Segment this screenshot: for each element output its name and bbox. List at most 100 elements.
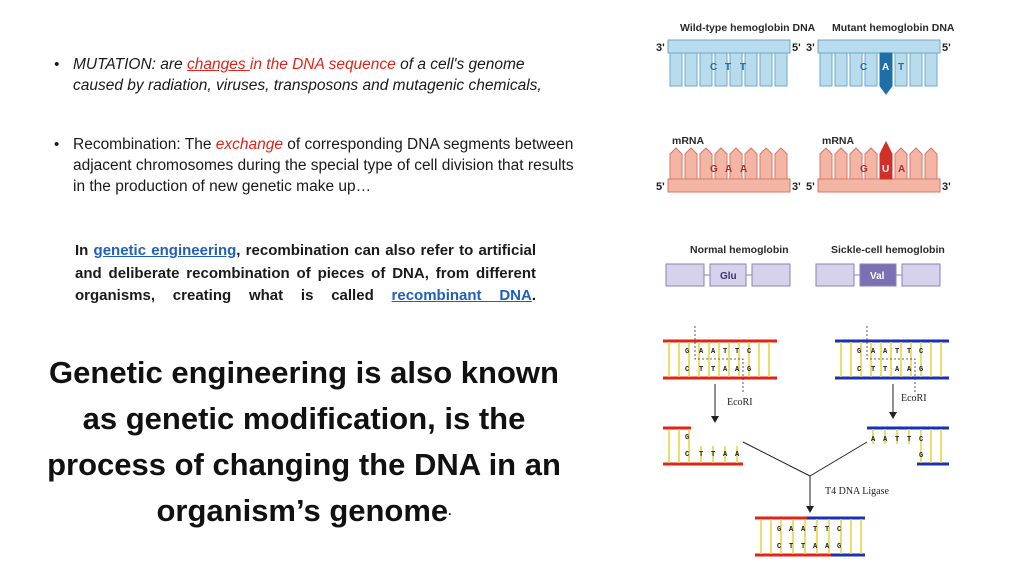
right-frag-bottom-base-1: G <box>919 452 923 460</box>
genetic-engineering-paragraph: In genetic engineering, recombination ca… <box>75 240 536 308</box>
sickle-aa: Val <box>870 271 885 282</box>
hemoglobin-mutation-figure: Wild-type hemoglobin DNA Mutant hemoglob… <box>656 22 954 287</box>
recomb-bottom-base-3: T <box>801 543 805 551</box>
left-arrowhead <box>711 416 719 423</box>
mutant-mrna-5-end: 5' <box>806 181 815 193</box>
left-enzyme-label: EcoRI <box>727 397 753 408</box>
right-frag-top-base-5: C <box>919 436 923 444</box>
wild-dna-strand: C T T 3' 5' <box>656 39 801 87</box>
right-top-base-1: G <box>857 348 861 356</box>
recomb-bottom-base-2: T <box>789 543 793 551</box>
right-frag-top-base-4: T <box>907 436 911 444</box>
bullet-list: • MUTATION: are changes in the DNA seque… <box>54 54 574 197</box>
right-fragment: A A T T C G <box>867 426 949 466</box>
recomb-bottom-base-1: C <box>777 543 781 551</box>
wild-dna-title: Wild-type hemoglobin DNA <box>680 22 816 34</box>
mutation-lead: MUTATION: are <box>73 56 187 73</box>
right-bottom-base-3: T <box>883 366 887 374</box>
left-frag-bottom-base-1: C <box>685 451 689 459</box>
left-top-base-3: A <box>711 348 716 356</box>
sickle-hemoglobin-title: Sickle-cell hemoglobin <box>831 244 945 256</box>
left-frag-bottom-base-3: T <box>711 451 715 459</box>
mutant-dna-5-end: 5' <box>942 42 951 54</box>
left-frag-bottom-base-2: T <box>699 451 703 459</box>
mutant-mrna-strand: mRNA G U A 5' 3' <box>806 135 951 193</box>
recombinant-dna-duplex: G A A T T C C T T A A G <box>755 516 865 557</box>
left-fragment: G C T T A A <box>663 426 743 466</box>
wild-dna-5-end: 5' <box>792 42 801 54</box>
bullet-recombination: • Recombination: The exchange of corresp… <box>54 134 574 197</box>
left-frag-bottom-base-5: A <box>735 451 740 459</box>
left-top-base-5: T <box>735 348 739 356</box>
mutant-dna-3-end: 3' <box>806 42 815 54</box>
normal-protein-chain <box>665 263 791 287</box>
headline-mark: . <box>448 504 452 518</box>
mutation-highlight-changes: changes <box>186 56 250 73</box>
right-frag-top-base-2: A <box>883 436 888 444</box>
left-bottom-base-6: G <box>747 366 751 374</box>
mutation-rest: of a cell's genome caused by radiation, … <box>73 56 542 94</box>
right-frag-top-base-3: T <box>895 436 899 444</box>
right-bottom-base-1: C <box>857 366 861 374</box>
recomb-top-base-6: C <box>837 526 841 534</box>
mutant-mrna-label: mRNA <box>822 135 855 147</box>
right-arrowhead <box>889 412 897 419</box>
mutation-highlight-sequence: in the DNA sequence <box>249 56 396 73</box>
right-bottom-base-4: A <box>895 366 900 374</box>
mutant-base-2: A <box>882 62 889 73</box>
left-bottom-base-5: A <box>735 366 740 374</box>
wild-mrna-base-3: A <box>740 164 747 175</box>
right-top-base-5: T <box>907 348 911 356</box>
right-top-base-2: A <box>871 348 876 356</box>
wild-mrna-5-end: 5' <box>656 181 665 193</box>
left-frag-top-base-1: G <box>685 434 689 442</box>
right-bottom-base-2: T <box>871 366 875 374</box>
recomb-top-base-2: A <box>789 526 794 534</box>
recomb-top-base-1: G <box>777 526 781 534</box>
wild-base-3: T <box>740 62 746 73</box>
wild-mrna-strand: mRNA G A A 5' 3' <box>656 135 801 193</box>
mutant-dna-strand: C A T 3' 5' <box>806 39 951 95</box>
right-dna-duplex: G A A T T C C T T A A G <box>835 326 949 392</box>
headline-text: Genetic engineering is also known as gen… <box>47 355 561 528</box>
recomb-bottom-base-4: A <box>813 543 818 551</box>
headline: Genetic engineering is also known as gen… <box>40 350 568 534</box>
right-join-line <box>809 441 868 477</box>
recomb-top-base-4: T <box>813 526 817 534</box>
wild-mrna-label: mRNA <box>672 135 705 147</box>
wild-mrna-base-2: A <box>725 164 732 175</box>
mrna-mutation-marker <box>879 140 893 180</box>
sickle-protein-chain <box>815 263 941 287</box>
genetic-engineering-link[interactable]: genetic engineering <box>93 242 237 259</box>
wild-base-2: T <box>725 62 731 73</box>
mutant-dna-title: Mutant hemoglobin DNA <box>832 22 954 34</box>
recomb-top-base-3: A <box>801 526 806 534</box>
recomb-top-base-5: T <box>825 526 829 534</box>
normal-aa: Glu <box>720 271 737 282</box>
recombination-highlight: exchange <box>215 136 283 153</box>
left-top-base-4: T <box>723 348 727 356</box>
recomb-bottom-base-6: G <box>837 543 841 551</box>
left-top-base-2: A <box>699 348 704 356</box>
right-top-base-6: C <box>919 348 923 356</box>
mutant-base-3: T <box>898 62 904 73</box>
left-bottom-base-2: T <box>699 366 703 374</box>
recombinant-dna-link[interactable]: recombinant DNA <box>391 287 532 304</box>
left-top-base-1: G <box>685 348 689 356</box>
recomb-bottom-base-5: A <box>825 543 830 551</box>
bullet-dot: • <box>54 136 60 153</box>
wild-mrna-3-end: 3' <box>792 181 801 193</box>
mutant-base-1: C <box>860 62 867 73</box>
ecori-ligase-figure: G A A T T C C T T A A G G A A T <box>663 326 949 557</box>
recombination-rest: of corresponding DNA segments between ad… <box>73 136 574 195</box>
left-bottom-base-1: C <box>685 366 689 374</box>
right-bottom-base-6: G <box>919 366 923 374</box>
left-dna-duplex: G A A T T C C T T A A G <box>663 326 777 392</box>
normal-hemoglobin-title: Normal hemoglobin <box>690 244 789 256</box>
para-end: . <box>531 287 536 304</box>
bullet-dot: • <box>54 56 60 73</box>
right-top-base-3: A <box>883 348 888 356</box>
mutation-site-marker <box>879 52 893 95</box>
para-in: In <box>75 242 94 259</box>
wild-base-1: C <box>710 62 717 73</box>
